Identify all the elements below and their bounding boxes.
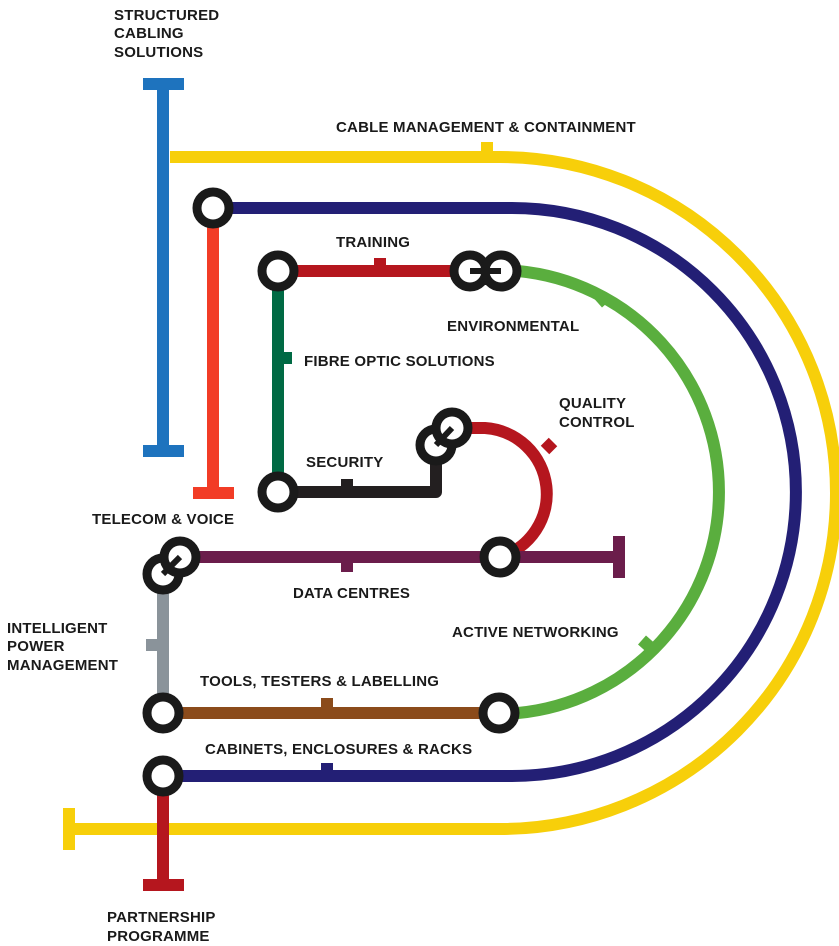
environmental-tick [594,290,611,308]
station-cabinets-partnership[interactable] [142,755,184,797]
label-quality-control-2[interactable]: CONTROL [559,414,635,431]
environmental-track [485,265,725,719]
cable-management-line[interactable] [63,142,839,850]
label-power-management-2[interactable]: POWER [7,638,65,655]
label-power-management-3[interactable]: MANAGEMENT [7,657,118,674]
station-quality-data-centres[interactable] [479,536,521,578]
interchange-security-quality[interactable] [415,407,473,466]
interchange-training-environmental[interactable] [449,250,522,292]
label-power-management-1[interactable]: INTELLIGENT [7,620,108,637]
fibre-optic-line[interactable] [272,271,292,492]
tools-line[interactable] [163,698,499,719]
cable-management-track [69,151,839,835]
label-cable-management[interactable]: CABLE MANAGEMENT & CONTAINMENT [336,119,636,136]
power-management-line[interactable] [146,574,169,713]
interchange-bar [470,268,501,274]
label-structured-cabling-2[interactable]: CABLING [114,25,184,42]
interchange-bar [433,425,455,448]
training-line[interactable] [278,258,470,277]
label-fibre-optic[interactable]: FIBRE OPTIC SOLUTIONS [304,353,495,370]
label-telecom[interactable]: TELECOM & VOICE [92,511,234,528]
data-centres-line[interactable] [180,536,625,578]
cabinets-track [163,202,802,782]
station-tools-active[interactable] [478,692,520,734]
label-structured-cabling-1[interactable]: STRUCTURED [114,7,219,24]
interchange-data-centres-power[interactable] [142,536,201,595]
interchange-bar [160,554,183,577]
label-cabinets[interactable]: CABINETS, ENCLOSURES & RACKS [205,741,472,758]
cabinets-line[interactable] [163,202,802,782]
label-partnership-2[interactable]: PROGRAMME [107,928,210,945]
quality-control-track [452,422,553,563]
label-tools[interactable]: TOOLS, TESTERS & LABELLING [200,673,439,690]
label-quality-control-1[interactable]: QUALITY [559,395,626,412]
label-structured-cabling-3[interactable]: SOLUTIONS [114,44,203,61]
stations [142,187,522,797]
label-security[interactable]: SECURITY [306,454,383,471]
quality-control-line[interactable] [452,422,558,563]
structured-cabling-line[interactable] [143,78,184,457]
quality-control-tick [540,437,558,455]
label-environmental[interactable]: ENVIRONMENTAL [447,318,579,335]
labels: STRUCTURED CABLING SOLUTIONS CABLE MANAG… [7,7,636,945]
telecom-line[interactable] [193,208,234,499]
station-training-fibre[interactable] [257,250,299,292]
label-training[interactable]: TRAINING [336,234,410,251]
label-active-networking[interactable]: ACTIVE NETWORKING [452,624,619,641]
station-cabinets-telecom[interactable] [192,187,234,229]
station-tools-power[interactable] [142,692,184,734]
label-partnership-1[interactable]: PARTNERSHIP [107,909,216,926]
station-fibre-security[interactable] [257,471,299,513]
active-networking-tick [638,635,655,653]
environmental-line[interactable] [485,265,725,719]
label-data-centres[interactable]: DATA CENTRES [293,585,410,602]
